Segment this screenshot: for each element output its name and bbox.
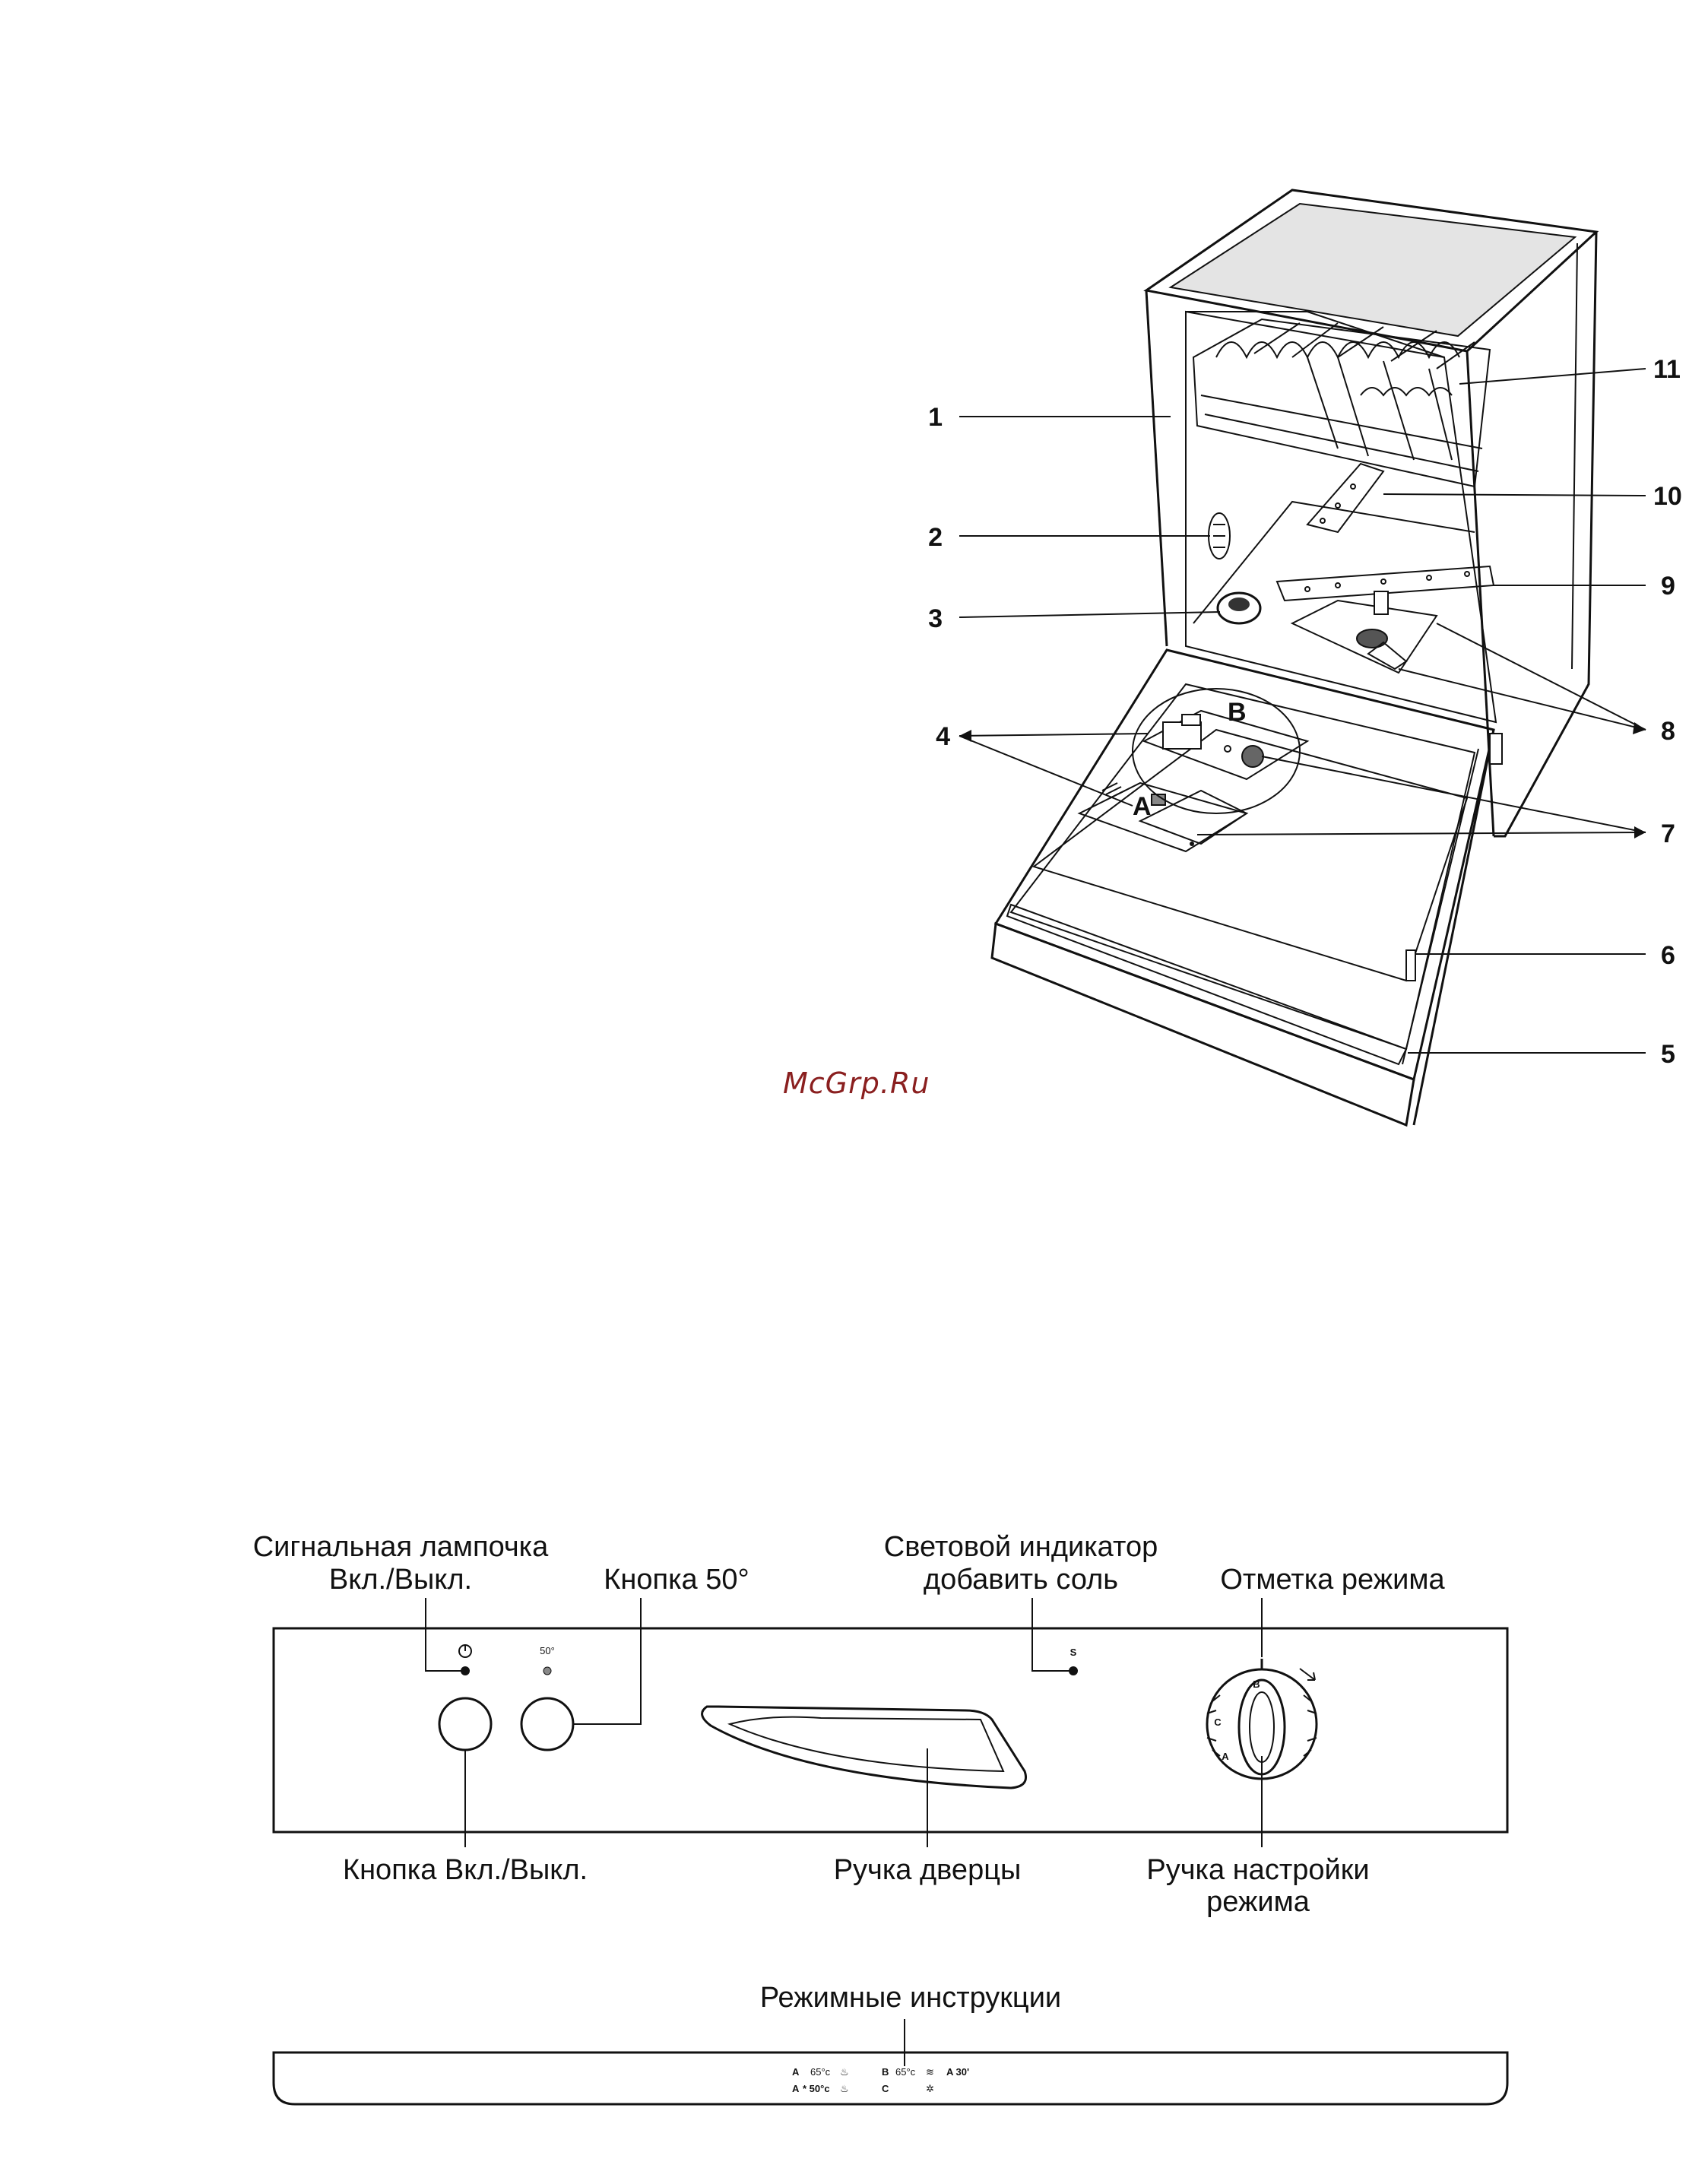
callout-11: 11 — [1653, 355, 1681, 384]
mode-row1-temp: 65°c — [810, 2066, 831, 2078]
dishwasher-side — [1494, 232, 1596, 836]
zoom-letter-b: B — [1228, 698, 1247, 727]
salt-indicator-led — [1069, 1666, 1078, 1675]
label-door-handle: Ручка дверцы — [834, 1854, 1022, 1886]
label-salt-line2: добавить соль — [924, 1564, 1118, 1596]
callout-10: 10 — [1653, 482, 1682, 511]
door-hinge — [1490, 734, 1502, 764]
watermark: McGrp.Ru — [783, 1067, 930, 1100]
dishwasher-front-frame — [1146, 290, 1167, 646]
mode-row1-program-b: B — [882, 2066, 889, 2078]
dishwasher-tub — [1186, 312, 1496, 722]
zoom-letter-a: A — [1133, 792, 1152, 821]
mode-row2-program: A — [792, 2083, 800, 2094]
callout-1: 1 — [928, 403, 943, 432]
callout-7: 7 — [1661, 819, 1675, 848]
callout-leaders — [959, 369, 1646, 1053]
callout-6: 6 — [1661, 941, 1675, 970]
temp-50-label: 50° — [540, 1645, 555, 1656]
salt-symbol: S — [1070, 1647, 1077, 1658]
label-power-button: Кнопка Вкл./Выкл. — [343, 1854, 588, 1886]
detergent-dispenser — [1079, 783, 1247, 851]
mode-instructions-strip: Режимные инструкции A 65°c ♨ B 65°c ≋ A … — [274, 1982, 1507, 2104]
label-knob-line2: режима — [1206, 1886, 1310, 1918]
temp-50-led — [543, 1667, 551, 1675]
label-mode-mark: Отметка режима — [1220, 1564, 1445, 1596]
filter-assembly — [1292, 591, 1437, 673]
control-panel-diagram: Сигнальная лампочка Вкл./Выкл. Кнопка 50… — [253, 1531, 1507, 1918]
salt-container — [1218, 593, 1260, 623]
callout-2: 2 — [928, 523, 943, 552]
callout-8: 8 — [1661, 717, 1675, 746]
callout-3: 3 — [928, 604, 943, 633]
label-mode-instructions: Режимные инструкции — [760, 1982, 1061, 2014]
dial-mark-a: A — [1222, 1751, 1229, 1762]
mode-row2-program-c: C — [882, 2083, 889, 2094]
mode-row1-program: A — [792, 2066, 800, 2078]
mode-row2-temp: * 50°c — [803, 2083, 830, 2094]
mode-row1-temp-b: 65°c — [895, 2066, 916, 2078]
rating-plate — [1406, 950, 1415, 981]
label-power-lamp-line1: Сигнальная лампочка — [253, 1531, 549, 1563]
callout-5: 5 — [1661, 1040, 1675, 1069]
label-button-50: Кнопка 50° — [604, 1564, 749, 1596]
temp-50-button[interactable] — [521, 1698, 573, 1750]
callout-9: 9 — [1661, 572, 1675, 601]
dial-mark-b: B — [1253, 1678, 1260, 1690]
power-button[interactable] — [439, 1698, 491, 1750]
dial-mark-c: C — [1214, 1716, 1222, 1728]
pot-icon: ≋ — [926, 2066, 934, 2078]
label-knob-line1: Ручка настройки — [1146, 1854, 1369, 1886]
rinse-icon: ✲ — [926, 2083, 934, 2094]
glass-icon: ♨ — [840, 2066, 849, 2078]
eco-icon: ♨ — [840, 2083, 849, 2094]
dishwasher-top-surface — [1171, 204, 1575, 336]
mode-strip-frame — [274, 2052, 1507, 2104]
open-door — [992, 650, 1502, 1125]
upper-basket — [1193, 319, 1490, 487]
upper-spray-arm — [1307, 464, 1383, 532]
dishwasher-illustration: 1 2 3 4 5 6 7 8 9 10 11 A B — [928, 190, 1682, 1125]
mode-row1-extra: A 30' — [946, 2066, 969, 2078]
label-power-lamp-line2: Вкл./Выкл. — [329, 1564, 472, 1596]
callout-4: 4 — [936, 722, 950, 751]
label-salt-line1: Световой индикатор — [884, 1531, 1158, 1563]
water-hardness-selector — [1209, 513, 1230, 559]
